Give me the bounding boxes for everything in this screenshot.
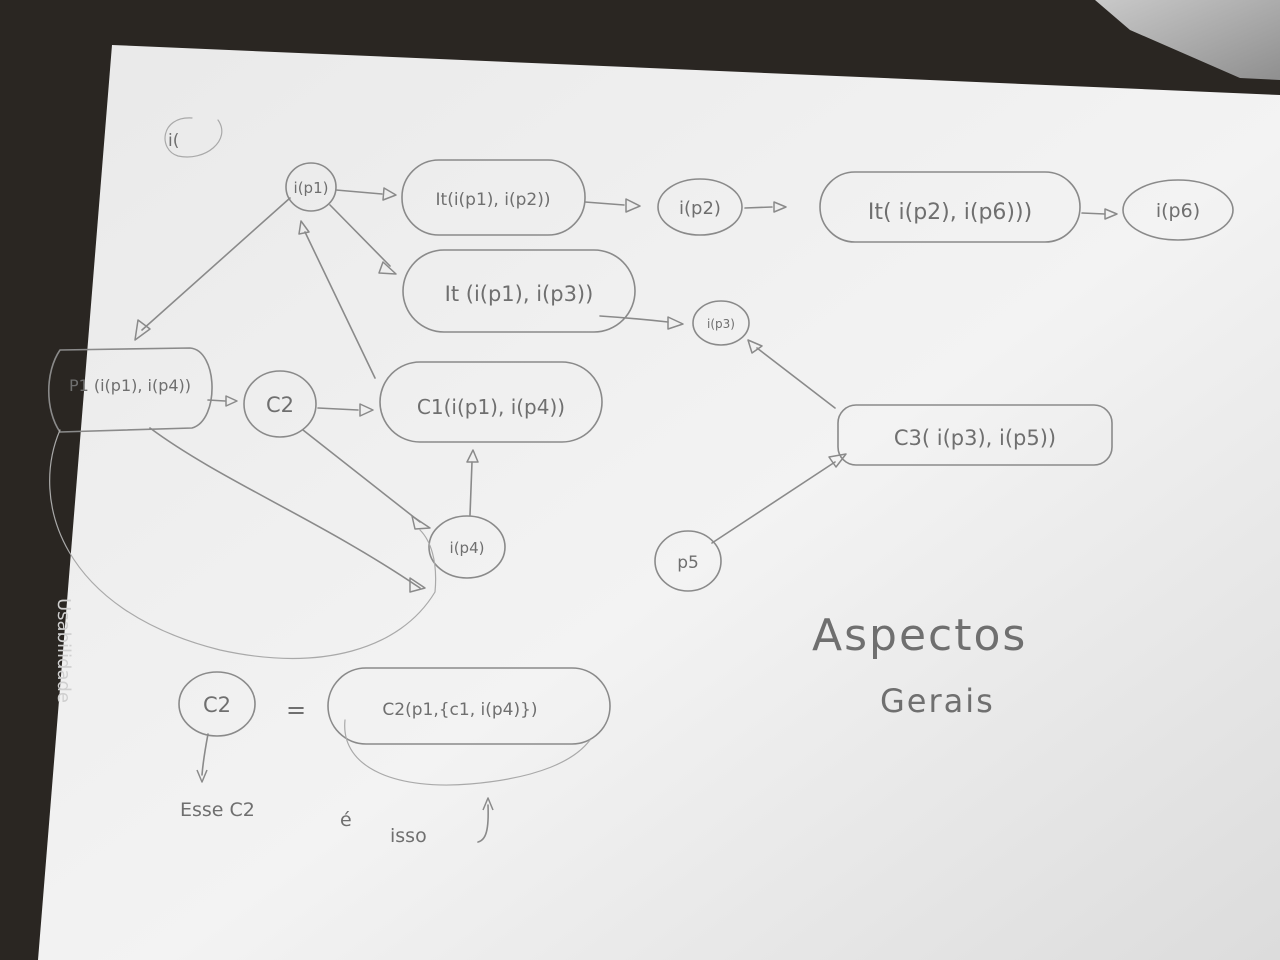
node-p5: p5 bbox=[654, 530, 722, 592]
node-c2-expanded-label: C2(p1,{c1, i(p4)}) bbox=[382, 700, 537, 720]
edge-p5-to-c3 bbox=[711, 453, 847, 544]
edge-itp2p6-to-ip6 bbox=[1081, 208, 1118, 220]
edge-p1-to-lower bbox=[149, 427, 426, 593]
node-i-p6: i(p6) bbox=[1122, 179, 1234, 241]
node-c2-label: C2 bbox=[266, 393, 294, 417]
edge-c3-to-ip3 bbox=[747, 339, 836, 409]
node-i-p3: i(p3) bbox=[692, 300, 750, 346]
top-left-mark: i( bbox=[164, 117, 223, 158]
node-it-p2-p6-label: It( i(p2), i(p6))) bbox=[868, 200, 1032, 225]
node-i-p3-label: i(p3) bbox=[707, 317, 735, 331]
edge-itp1p2-to-ip2 bbox=[584, 198, 641, 213]
laptop-corner bbox=[1095, 0, 1280, 80]
edges bbox=[49, 187, 1118, 659]
equals-sign: = bbox=[286, 696, 306, 724]
top-left-mark-text: i( bbox=[168, 131, 179, 151]
edge-c1-to-ip1 bbox=[298, 220, 376, 379]
node-i-p2: i(p2) bbox=[657, 178, 743, 236]
node-i-p4: i(p4) bbox=[428, 515, 506, 579]
node-p1-pair: P1 (i(p1), i(p4)) bbox=[47, 347, 213, 433]
node-i-p1: i(p1) bbox=[285, 162, 337, 212]
edge-ip1-to-itp1p3 bbox=[329, 204, 397, 275]
note-esse-c2: Esse C2 bbox=[180, 799, 255, 821]
edge-p1-to-c2 bbox=[207, 395, 238, 407]
node-it-p1-p3: It (i(p1), i(p3)) bbox=[402, 249, 636, 333]
node-p1-pair-label: P1 (i(p1), i(p4)) bbox=[69, 376, 191, 395]
faint-margin-word: Usabilidade bbox=[53, 598, 74, 703]
edge-itp1p3-to-ip3 bbox=[599, 315, 684, 330]
edge-ip1-to-p1 bbox=[134, 197, 291, 341]
node-p5-label: p5 bbox=[677, 553, 699, 573]
node-c2-expanded: C2(p1,{c1, i(p4)}) bbox=[327, 667, 611, 786]
node-c3-pair: C3( i(p3), i(p5)) bbox=[837, 404, 1113, 466]
arrow-up-to-expansion bbox=[477, 797, 494, 843]
faint-loop bbox=[49, 429, 437, 659]
node-i-p6-label: i(p6) bbox=[1156, 200, 1200, 222]
node-i-p4-label: i(p4) bbox=[450, 539, 485, 557]
edge-c2-to-ip4 bbox=[302, 429, 431, 530]
node-c2: C2 bbox=[243, 370, 317, 438]
node-it-p1-p2: It(i(p1), i(p2)) bbox=[401, 159, 586, 236]
node-i-p2-label: i(p2) bbox=[679, 198, 721, 219]
edge-c2lower-down bbox=[196, 733, 209, 783]
edge-ip4-to-c1 bbox=[466, 449, 479, 516]
node-i-p1-label: i(p1) bbox=[294, 179, 329, 197]
node-it-p2-p6: It( i(p2), i(p6))) bbox=[819, 171, 1081, 243]
note-isso: isso bbox=[390, 825, 427, 847]
node-it-p1-p2-label: It(i(p1), i(p2)) bbox=[436, 190, 551, 210]
edge-ip2-to-itp2p6 bbox=[744, 201, 787, 213]
node-c3-pair-label: C3( i(p3), i(p5)) bbox=[894, 426, 1056, 450]
node-c1-pair: C1(i(p1), i(p4)) bbox=[379, 361, 603, 443]
node-c2-lower-label: C2 bbox=[203, 693, 231, 717]
node-it-p1-p3-label: It (i(p1), i(p3)) bbox=[445, 282, 594, 306]
node-c1-pair-label: C1(i(p1), i(p4)) bbox=[417, 395, 565, 419]
paper-sheet bbox=[38, 45, 1280, 960]
title-aspectos: Aspectos bbox=[812, 610, 1027, 661]
note-e: é bbox=[340, 809, 352, 831]
node-c2-lower: C2 bbox=[178, 671, 256, 737]
edge-c2-to-c1 bbox=[317, 403, 374, 417]
edge-ip1-to-itp1p2 bbox=[335, 187, 397, 201]
title-gerais: Gerais bbox=[880, 682, 995, 720]
